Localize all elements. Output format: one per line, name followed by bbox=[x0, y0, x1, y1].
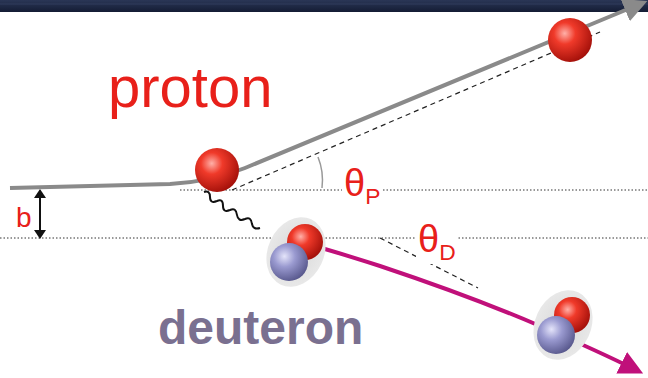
particle-label: proton bbox=[108, 58, 272, 116]
particle-label: deuteron bbox=[158, 304, 363, 352]
impact-parameter-label: b bbox=[16, 204, 32, 232]
angle-label: θD bbox=[416, 220, 458, 264]
angle-label: θP bbox=[342, 164, 382, 208]
